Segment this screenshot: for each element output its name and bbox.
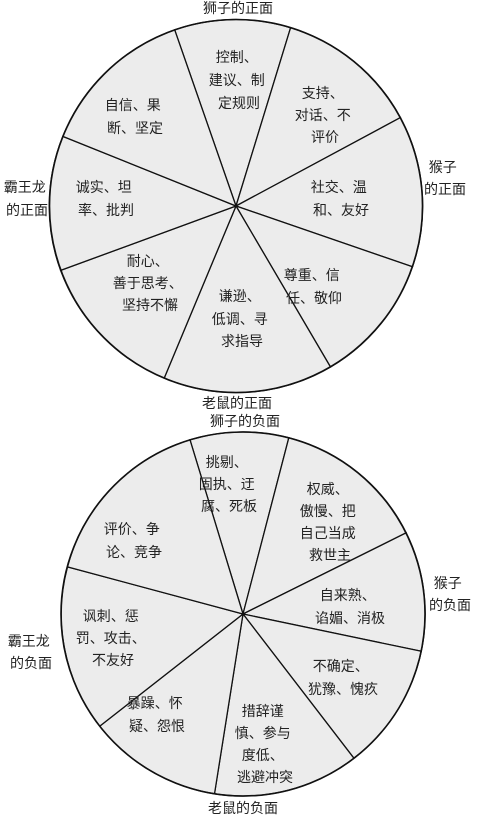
wheel2-segment-7-text: 讽刺、惩 罚、攻击、 不友好 — [76, 609, 150, 669]
wheel1-segment-2-text: 支持、 对话、不 评价 — [295, 86, 355, 146]
wheel1-segment-8-text: 自信、果 断、坚定 — [105, 98, 165, 137]
wheel1-left-label: 霸王龙 的正面 — [4, 180, 50, 219]
wheel2-segment-3-text: 自来熟、 谄媚、消极 — [315, 588, 385, 627]
wheel2-bottom-label: 老鼠的负面 — [208, 801, 278, 817]
wheel2-segment-1-text: 挑剔、 固执、迂 腐、死板 — [199, 455, 259, 515]
negative-wheel: 挑剔、 固执、迂 腐、死板 权威、 傲慢、把 自己当成 救世主 自来熟、 谄媚、… — [8, 414, 471, 817]
wheel2-segment-6-text: 暴躁、怀 疑、怨恨 — [127, 696, 187, 735]
wheel1-segment-5-text: 谦逊、 低调、寻 求指导 — [212, 289, 272, 350]
wheel2-segment-5-text: 措辞谨 慎、参与 度低、 逃避冲突 — [235, 704, 295, 786]
wheel1-rim — [48, 18, 424, 394]
wheel1-segment-3-text: 社交、温 和、友好 — [311, 179, 371, 219]
wheel1-segment-7-text: 诚实、坦 率、批判 — [76, 180, 136, 219]
positive-wheel: 控制、 建议、制 定规则 支持、 对话、不 评价 社交、温 和、友好 尊重、信 … — [4, 1, 466, 412]
wheel1-top-label: 狮子的正面 — [203, 1, 273, 17]
wheel1-segment-6-text: 耐心、 善于思考、 坚持不懈 — [113, 254, 187, 314]
wheel2-left-label: 霸王龙 的负面 — [8, 634, 54, 672]
wheel1-bottom-label: 老鼠的正面 — [202, 396, 272, 412]
wheel2-rim — [60, 431, 426, 797]
wheel1-segment-1-text: 控制、 建议、制 定规则 — [209, 50, 269, 112]
wheel1-right-label: 猴子 的正面 — [424, 160, 466, 198]
wheel2-segment-8-text: 评价、争 论、竞争 — [104, 522, 164, 561]
wheel2-top-label: 狮子的负面 — [210, 414, 280, 430]
wheel2-segment-2-text: 权威、 傲慢、把 自己当成 救世主 — [300, 482, 360, 564]
wheel1-segment-4-text: 尊重、信 任、敬仰 — [284, 267, 344, 307]
wheel2-segment-4-text: 不确定、 犹豫、愧疚 — [308, 659, 378, 698]
wheel2-right-label: 猴子 的负面 — [429, 576, 471, 614]
